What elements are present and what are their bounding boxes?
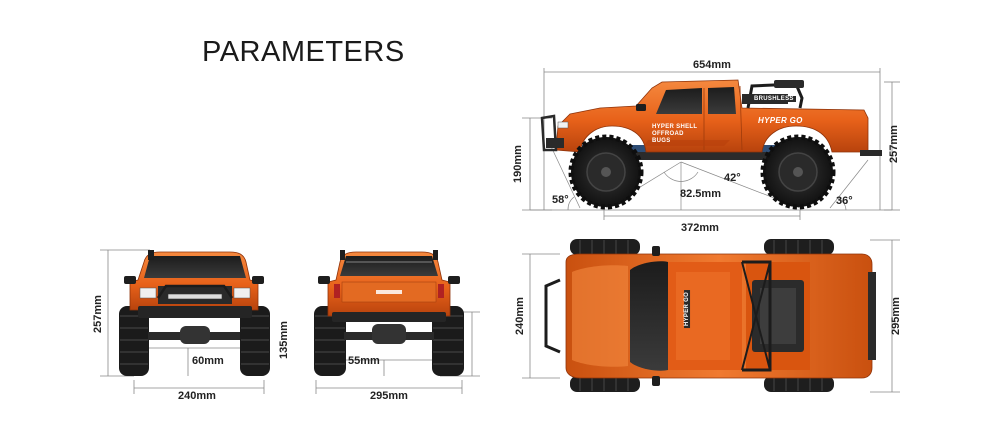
label-side-height: 257mm <box>888 125 900 163</box>
side-body <box>555 79 869 153</box>
dim-wheelbase <box>603 210 801 220</box>
side-text-2: OFFROAD <box>652 131 684 137</box>
rear-view <box>314 250 480 394</box>
brand-decal: HYPER GO <box>758 116 803 125</box>
label-front-width: 240mm <box>178 390 216 402</box>
side-wheel-front <box>568 134 644 210</box>
dim-side-ground <box>522 117 552 211</box>
label-rear-clearance: 55mm <box>348 355 380 367</box>
label-front-clearance: 60mm <box>192 355 224 367</box>
label-side-length: 654mm <box>693 59 731 71</box>
front-view <box>100 249 270 394</box>
side-window-rear <box>708 87 736 114</box>
label-approach-angle: 58° <box>552 194 569 206</box>
label-rear-width: 295mm <box>370 390 408 402</box>
side-text-1: HYPER SHELL <box>652 124 698 130</box>
label-top-length: 295mm <box>890 297 902 335</box>
top-cab <box>630 261 668 371</box>
side-window-front <box>656 88 702 114</box>
label-top-width: 240mm <box>514 297 526 335</box>
label-wheelbase: 372mm <box>681 222 719 234</box>
side-text-3: BUGS <box>652 138 671 144</box>
brushless-decal: BRUSHLESS <box>752 96 796 102</box>
label-side-ground: 190mm <box>512 145 524 183</box>
label-rear-height: 135mm <box>278 321 290 359</box>
label-ground-clearance-side: 82.5mm <box>680 188 721 200</box>
side-view <box>522 68 900 220</box>
top-view <box>522 239 900 393</box>
label-front-height: 257mm <box>92 295 104 333</box>
label-breakover-angle: 42° <box>724 172 741 184</box>
side-wheel-rear <box>760 134 836 210</box>
hood-decal: HYPER GO <box>684 289 691 329</box>
label-departure-angle: 36° <box>836 195 853 207</box>
page-title: PARAMETERS <box>202 36 405 68</box>
